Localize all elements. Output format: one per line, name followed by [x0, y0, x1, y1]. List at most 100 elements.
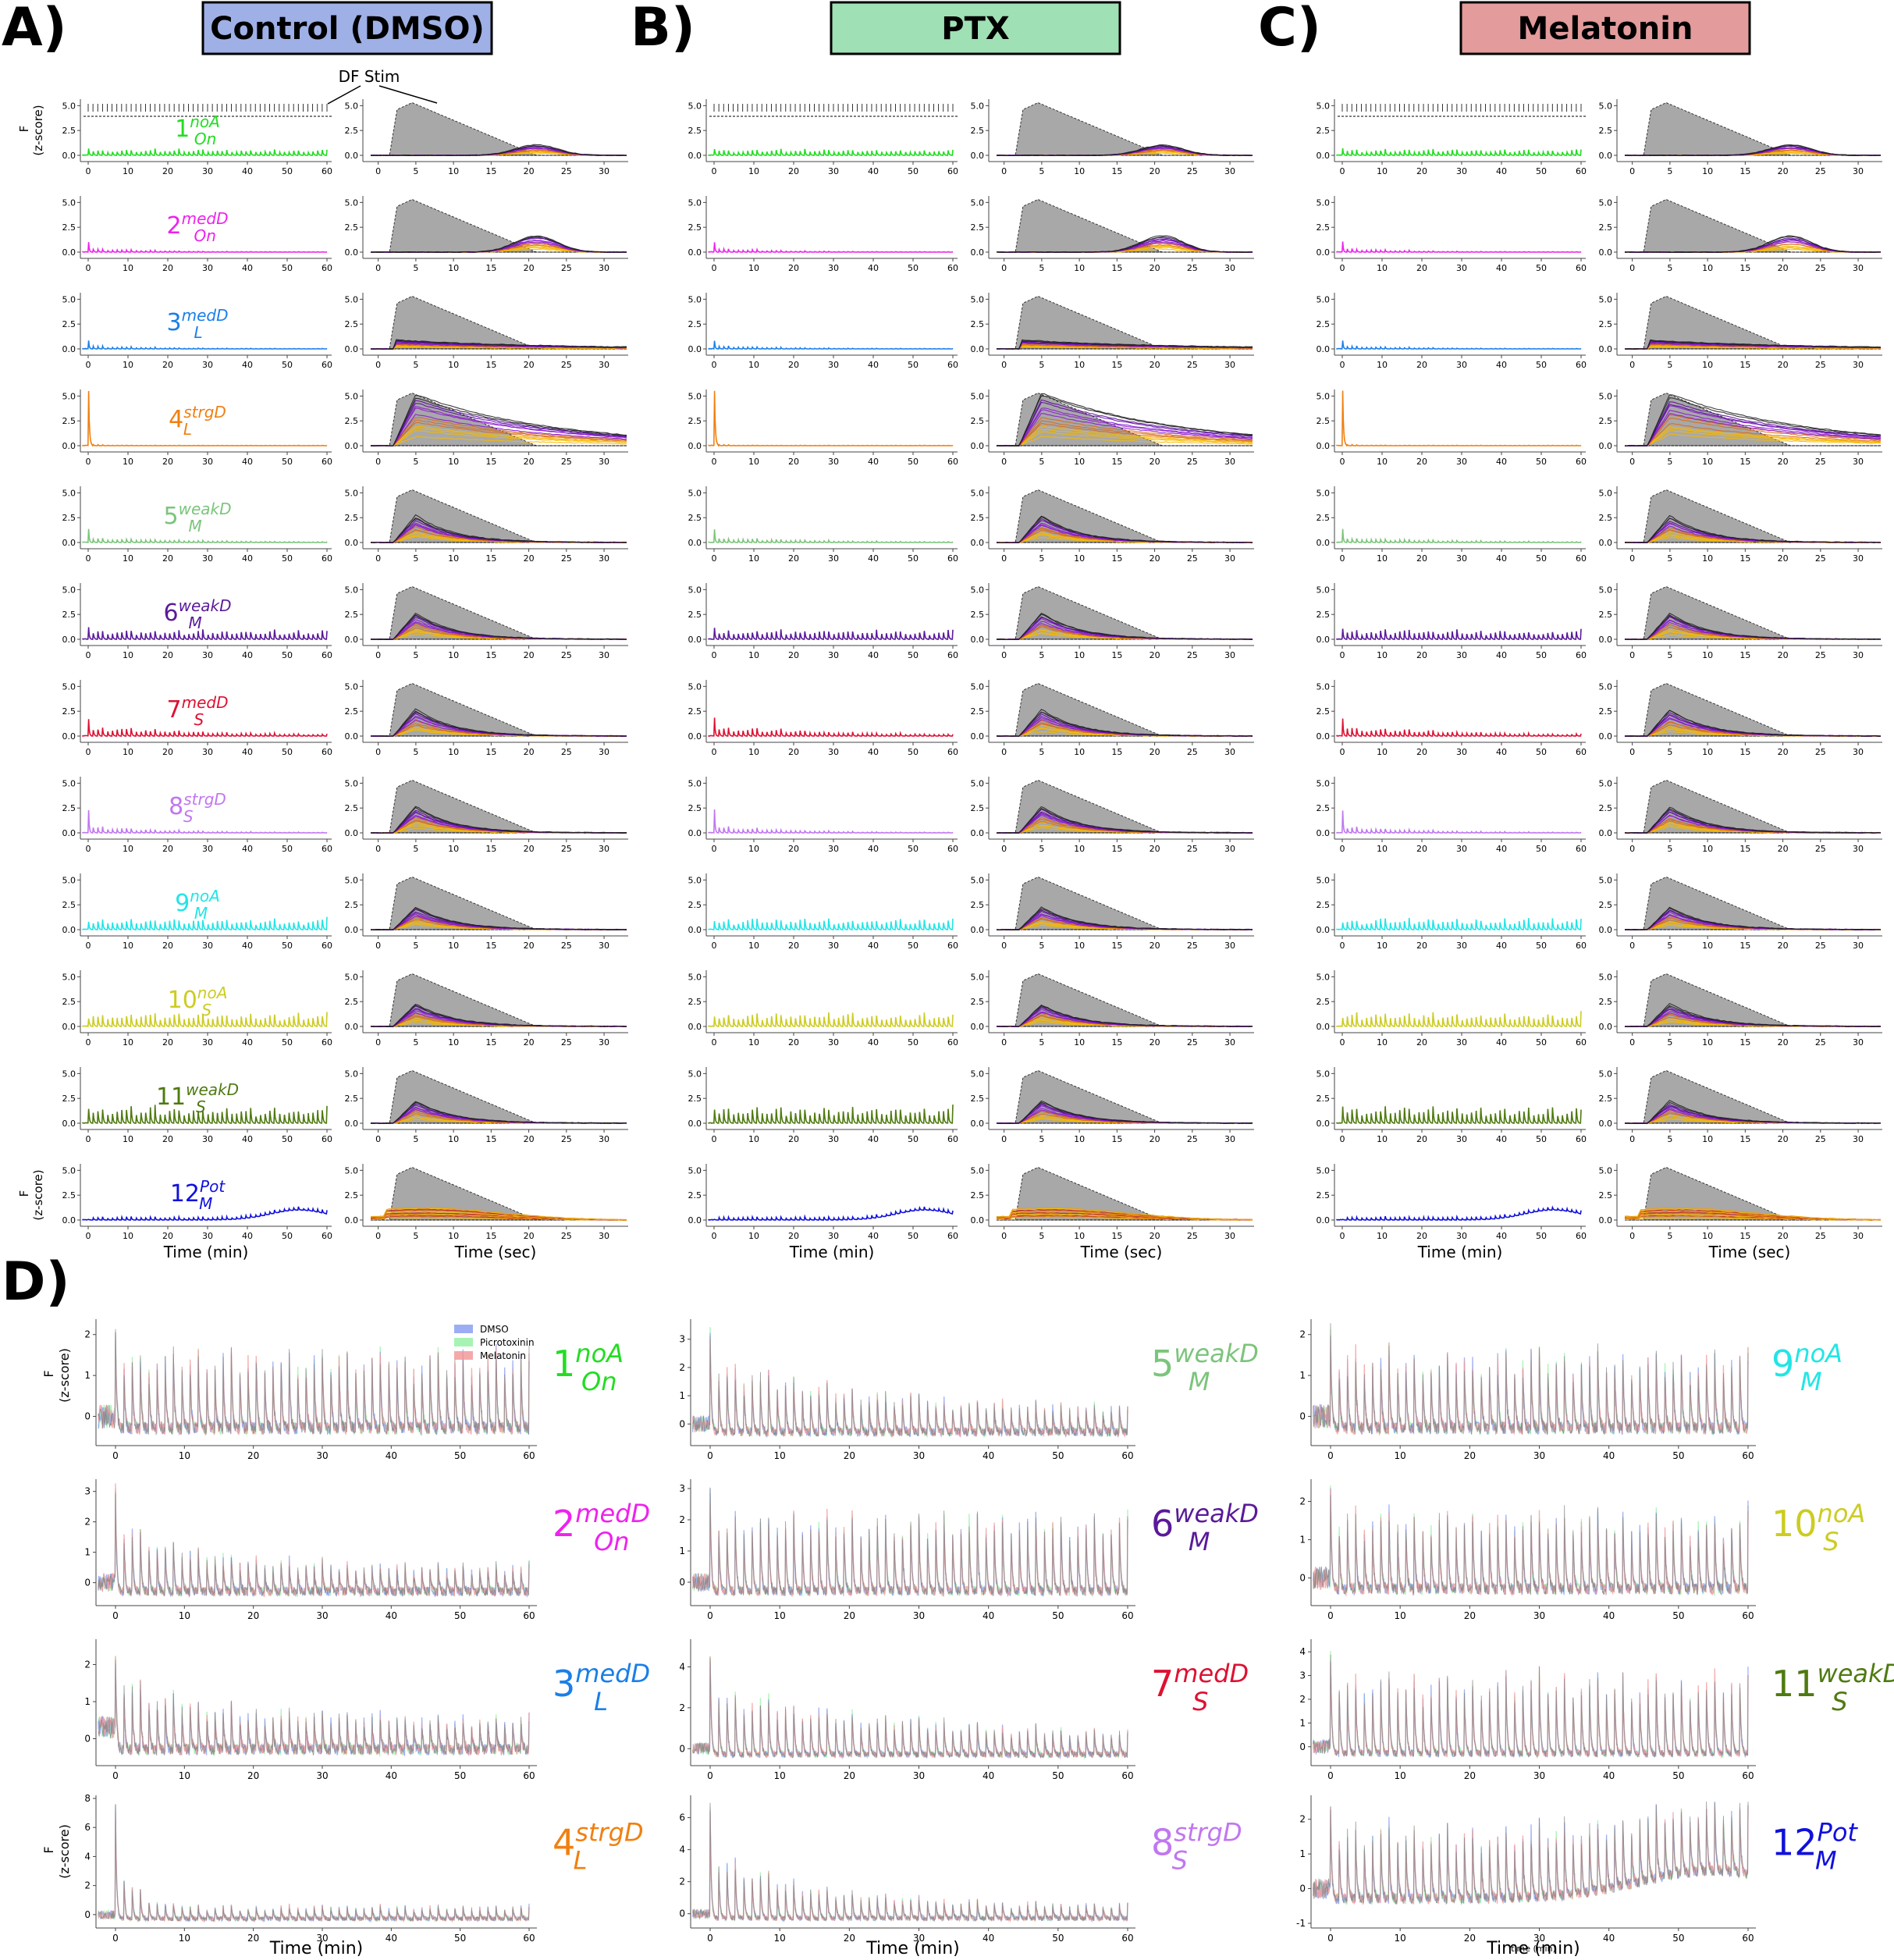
- xtick-label-sec: 15: [1111, 1134, 1122, 1144]
- xtick-label-overlay: 10: [179, 1450, 190, 1461]
- xtick-label-min: 60: [322, 553, 332, 564]
- ytick-label-min: 0.0: [62, 1022, 76, 1032]
- ytick-label-overlay: -1: [1296, 1918, 1306, 1929]
- xtick-label-min: 0: [86, 360, 91, 370]
- response-trace: [996, 1004, 1253, 1027]
- trace-min: [81, 148, 328, 156]
- xtick-label-min: 60: [1576, 1231, 1587, 1241]
- xtick-label-min: 40: [242, 263, 253, 273]
- ytick-label-sec: 5.0: [971, 681, 985, 692]
- xtick-label-min: 0: [1340, 747, 1345, 757]
- xtick-label-sec: 20: [1778, 1134, 1789, 1144]
- response-trace: [1624, 401, 1882, 447]
- ytick-label-sec: 0.0: [1599, 731, 1613, 742]
- xtick-label-min: 40: [868, 1231, 879, 1241]
- xtick-label-min: 20: [788, 553, 799, 564]
- response-trace: [370, 1101, 627, 1125]
- xtick-label-sec: 0: [1001, 1037, 1007, 1048]
- xtick-label-sec: 5: [1039, 553, 1044, 564]
- xtick-label-sec: 5: [1667, 1231, 1672, 1241]
- response-trace: [997, 429, 1253, 447]
- xtick-label-min: 20: [162, 941, 173, 951]
- xtick-label-min: 40: [1496, 360, 1507, 370]
- ytick-label-overlay: 0: [1299, 1884, 1306, 1894]
- xtick-label-sec: 15: [1111, 360, 1122, 370]
- xtick-label-min: 20: [1416, 553, 1427, 564]
- xtick-label-overlay: 30: [1533, 1610, 1545, 1621]
- xtick-label-sec: 20: [1150, 747, 1160, 757]
- stimulus-area: [371, 101, 627, 156]
- xtick-label-min: 50: [282, 650, 293, 660]
- xtick-label-sec: 25: [561, 747, 572, 757]
- xtick-label-min: 40: [242, 1134, 253, 1144]
- legend-swatch: [454, 1351, 473, 1360]
- xtick-label-overlay: 30: [1533, 1933, 1545, 1944]
- xtick-label-min: 0: [712, 747, 717, 757]
- xtick-label-sec: 5: [1667, 1134, 1672, 1144]
- xtick-label-sec: 30: [599, 747, 609, 757]
- xtick-label-overlay: 20: [1464, 1933, 1476, 1944]
- xtick-label-min: 10: [1377, 650, 1388, 660]
- ytick-label-min: 5.0: [688, 488, 702, 498]
- ytick-label-min: 2.5: [62, 803, 76, 813]
- xtick-label-sec: 5: [1039, 166, 1044, 176]
- response-trace: [1624, 425, 1882, 447]
- xtick-label-overlay: 50: [1672, 1450, 1684, 1461]
- trace-min: [708, 340, 954, 350]
- ytick-label-overlay: 2: [1299, 1814, 1306, 1825]
- xtick-label-overlay: 0: [707, 1610, 713, 1621]
- xtick-label-overlay: 10: [179, 1610, 190, 1621]
- ytick-label-min: 5.0: [62, 1069, 76, 1079]
- ytick-label-min: 2.5: [1317, 900, 1331, 910]
- xtick-label-min: 10: [1377, 263, 1388, 273]
- xtick-label-overlay: 0: [112, 1770, 119, 1781]
- stimulus-area: [1625, 198, 1881, 253]
- xtick-label-sec: 15: [1111, 941, 1122, 951]
- xtick-label-overlay: 60: [1121, 1450, 1133, 1461]
- xtick-label-min: 0: [712, 553, 717, 564]
- xtick-label-sec: 20: [1150, 457, 1160, 467]
- ytick-label-sec: 2.5: [1599, 610, 1613, 620]
- xtick-label-sec: 20: [524, 166, 535, 176]
- condition-label-melatonin: Melatonin: [1518, 11, 1693, 47]
- xtick-label-sec: 15: [1739, 747, 1750, 757]
- ytick-label-overlay: 2: [679, 1702, 685, 1713]
- xtick-label-min: 40: [242, 360, 253, 370]
- overlay-trace: [98, 1804, 530, 1923]
- xtick-label-sec: 25: [1815, 1134, 1826, 1144]
- xtick-label-sec: 5: [413, 360, 418, 370]
- response-trace: [996, 420, 1253, 447]
- response-trace: [996, 515, 1253, 544]
- ytick-label-overlay: 1: [84, 1696, 91, 1707]
- xtick-label-min: 10: [748, 457, 759, 467]
- response-trace: [370, 144, 627, 157]
- xtick-label-overlay: 20: [844, 1770, 855, 1781]
- xtick-label-sec: 20: [1150, 1037, 1160, 1048]
- xtick-label-min: 10: [123, 360, 133, 370]
- xtick-label-min: 0: [712, 263, 717, 273]
- xtick-label-min: 10: [1377, 1037, 1388, 1048]
- ytick-label-min: 2.5: [1317, 997, 1331, 1007]
- xtick-label-sec: 10: [1702, 1134, 1713, 1144]
- xtick-label-overlay: 40: [386, 1450, 397, 1461]
- ytick-label-min: 0.0: [688, 1215, 702, 1225]
- response-trace: [1624, 418, 1882, 446]
- trace-min: [1336, 718, 1582, 737]
- xtick-label-min: 0: [86, 1231, 91, 1241]
- xtick-label-min: 0: [1340, 457, 1345, 467]
- response-trace: [996, 1207, 1253, 1221]
- ytick-label-sec: 5.0: [971, 294, 985, 304]
- xtick-label-sec: 5: [1039, 1134, 1044, 1144]
- xtick-label-min: 20: [162, 553, 173, 564]
- xtick-label-min: 40: [242, 747, 253, 757]
- xtick-label-sec: 0: [375, 1231, 381, 1241]
